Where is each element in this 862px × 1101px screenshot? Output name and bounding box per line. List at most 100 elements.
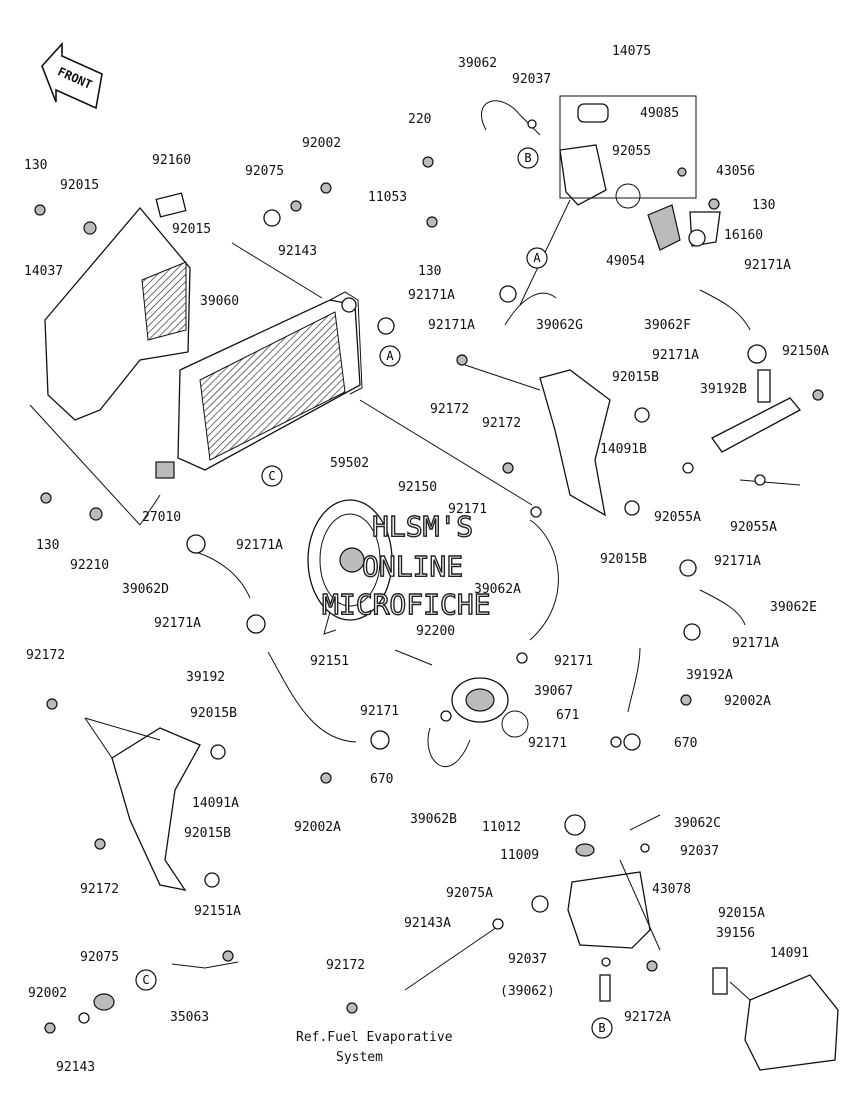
label-14037: 14037	[24, 264, 63, 279]
watermark-line-1: HLSM'S	[372, 510, 473, 543]
label-92171: 92171	[554, 654, 593, 669]
label-14091b: 14091B	[600, 442, 647, 457]
water-pipe-39192b	[711, 369, 802, 453]
label-39062b: 39062B	[410, 812, 457, 827]
label-14091: 14091	[770, 946, 809, 961]
watermark-line-3: MICROFICHE	[322, 588, 491, 621]
reference-note-line-2: System	[336, 1050, 383, 1065]
label-130: 130	[418, 264, 441, 279]
part-labels: 39062 92037 14075 49085 220 92055 43056 …	[24, 44, 829, 1075]
label-220: 220	[408, 112, 431, 127]
callout-a-2: A	[379, 345, 401, 367]
label-14075: 14075	[612, 44, 651, 59]
label-92171a: 92171A	[154, 616, 201, 631]
callout-b-2: B	[591, 1017, 613, 1039]
label-92055a: 92055A	[730, 520, 777, 535]
svg-text:A: A	[533, 251, 541, 265]
label-35063: 35063	[170, 1010, 209, 1025]
label-92171a: 92171A	[408, 288, 455, 303]
leader-lines	[29, 95, 801, 1001]
label-92171a: 92171A	[652, 348, 699, 363]
label-11012: 11012	[482, 820, 521, 835]
label-92151: 92151	[310, 654, 349, 669]
front-arrow-icon: FRONT	[41, 41, 103, 110]
watermark-line-2: ONLINE	[362, 550, 463, 583]
label-92172: 92172	[26, 648, 65, 663]
label-92172a: 92172A	[624, 1010, 671, 1025]
label-92075: 92075	[80, 950, 119, 965]
label-92075: 92075	[245, 164, 284, 179]
label-92171a: 92171A	[744, 258, 791, 273]
label-92171a: 92171A	[714, 554, 761, 569]
reference-note-line-1: Ref.Fuel Evaporative	[296, 1030, 453, 1045]
label-92171a: 92171A	[428, 318, 475, 333]
svg-text:C: C	[268, 469, 275, 483]
label-92172: 92172	[430, 402, 469, 417]
label-49054: 49054	[606, 254, 645, 269]
label-11053: 11053	[368, 190, 407, 205]
label-92150: 92150	[398, 480, 437, 495]
label-92002: 92002	[302, 136, 341, 151]
label-59502: 59502	[330, 456, 369, 471]
label-92037: 92037	[512, 72, 551, 87]
label-92171: 92171	[528, 736, 567, 751]
label-39062e: 39062E	[770, 600, 817, 615]
label-92172: 92172	[326, 958, 365, 973]
side-cover-14091a	[111, 727, 201, 891]
label-39062-ref: (39062)	[500, 984, 555, 999]
label-92171a: 92171A	[732, 636, 779, 651]
radiator-shroud	[44, 192, 191, 421]
label-92143: 92143	[278, 244, 317, 259]
label-670: 670	[370, 772, 393, 787]
callout-a-1: A	[526, 247, 548, 269]
label-92151a: 92151A	[194, 904, 241, 919]
svg-text:B: B	[524, 151, 531, 165]
label-39192a: 39192A	[686, 668, 733, 683]
label-49085: 49085	[640, 106, 679, 121]
label-39156: 39156	[716, 926, 755, 941]
svg-text:B: B	[598, 1021, 605, 1035]
label-27010: 27010	[142, 510, 181, 525]
label-39062f: 39062F	[644, 318, 691, 333]
label-92002: 92002	[28, 986, 67, 1001]
label-92150a: 92150A	[782, 344, 829, 359]
label-39062g: 39062G	[536, 318, 583, 333]
oil-cooler	[394, 649, 529, 738]
label-39060: 39060	[200, 294, 239, 309]
label-39062: 39062	[458, 56, 497, 71]
reservoir-tank	[564, 814, 651, 949]
label-92143: 92143	[56, 1060, 95, 1075]
label-39192: 39192	[186, 670, 225, 685]
label-92055a: 92055A	[654, 510, 701, 525]
label-92143a: 92143A	[404, 916, 451, 931]
label-670: 670	[674, 736, 697, 751]
label-92171: 92171	[448, 502, 487, 517]
label-130: 130	[24, 158, 47, 173]
label-92171a: 92171A	[236, 538, 283, 553]
label-92210: 92210	[70, 558, 109, 573]
label-92200: 92200	[416, 624, 455, 639]
coolant-hoses	[195, 100, 751, 831]
label-92015: 92015	[172, 222, 211, 237]
label-39067: 39067	[534, 684, 573, 699]
label-92171: 92171	[360, 704, 399, 719]
label-130: 130	[752, 198, 775, 213]
label-43078: 43078	[652, 882, 691, 897]
label-130: 130	[36, 538, 59, 553]
label-92015a: 92015A	[718, 906, 765, 921]
cooling-fan	[307, 499, 393, 635]
label-92172: 92172	[482, 416, 521, 431]
label-92015b: 92015B	[612, 370, 659, 385]
side-cover-14091b	[539, 369, 611, 517]
label-92015b: 92015B	[190, 706, 237, 721]
label-92002a: 92002A	[724, 694, 771, 709]
label-39062d: 39062D	[122, 582, 169, 597]
label-92160: 92160	[152, 153, 191, 168]
label-92075a: 92075A	[446, 886, 493, 901]
label-92055: 92055	[612, 144, 651, 159]
label-39062a: 39062A	[474, 582, 521, 597]
label-92037: 92037	[508, 952, 547, 967]
fasteners	[34, 119, 824, 1034]
svg-text:A: A	[386, 349, 394, 363]
